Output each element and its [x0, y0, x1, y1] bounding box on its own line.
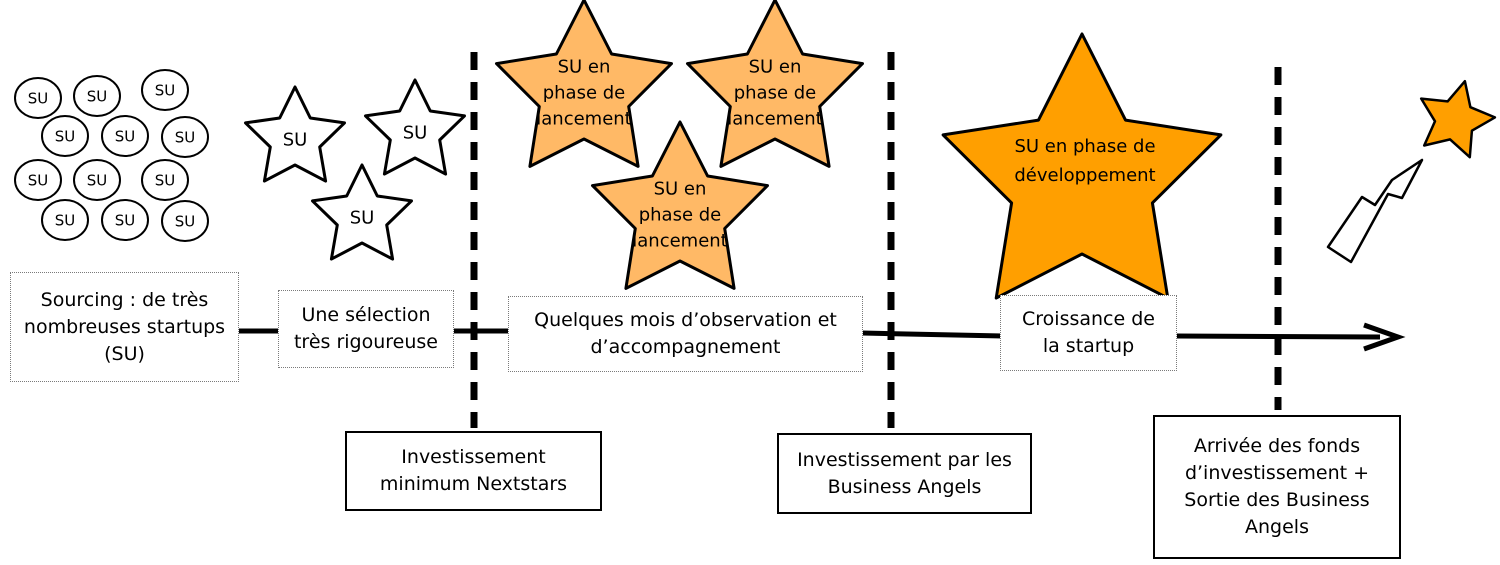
startup-circle: SU	[41, 115, 89, 157]
stage-sourcing-label: Sourcing : de très nombreuses startups (…	[23, 288, 226, 365]
circle-label: SU	[155, 82, 176, 100]
white-star-label: SU	[350, 207, 375, 228]
circle-label: SU	[87, 172, 108, 190]
startup-circle: SU	[73, 75, 121, 117]
stage-growth: Croissance de la startup	[1000, 295, 1177, 371]
circle-icon	[141, 69, 189, 111]
circle-label: SU	[87, 88, 108, 106]
launch-star-icon	[495, 0, 673, 168]
star-icon	[311, 163, 413, 261]
startup-circle: SU	[141, 159, 189, 201]
circle-label: SU	[155, 172, 176, 190]
circle-icon	[73, 75, 121, 117]
stage-observation: Quelques mois d’observation et d’accompa…	[508, 296, 863, 372]
circle-label: SU	[28, 90, 49, 108]
circle-label: SU	[55, 128, 76, 146]
circle-label: SU	[175, 129, 196, 147]
launch-star-icon	[591, 120, 769, 290]
milestone-funds: Arrivée des fonds d’investissement + Sor…	[1153, 415, 1401, 559]
startup-circle: SU	[14, 77, 62, 119]
white-star-label: SU	[283, 129, 308, 150]
stage-sourcing: Sourcing : de très nombreuses startups (…	[10, 272, 239, 382]
circle-icon	[73, 159, 121, 201]
separators	[470, 52, 1282, 428]
circle-icon	[101, 199, 149, 241]
stage-observation-label: Quelques mois d’observation et d’accompa…	[534, 309, 837, 358]
startup-circle: SU	[101, 115, 149, 157]
startup-circle: SU	[161, 116, 209, 158]
stage-selection: Une sélection très rigoureuse	[278, 290, 454, 368]
startup-circle: SU	[101, 199, 149, 241]
circle-icon	[161, 200, 209, 242]
circle-icon	[14, 77, 62, 119]
circle-icon	[14, 159, 62, 201]
circle-icon	[161, 116, 209, 158]
startup-circle: SU	[14, 159, 62, 201]
stage-growth-label: Croissance de la startup	[1022, 308, 1155, 357]
stage-selection-label: Une sélection très rigoureuse	[293, 304, 438, 353]
milestone-business-angels: Investissement par les Business Angels	[777, 433, 1032, 514]
circle-label: SU	[28, 172, 49, 190]
comet-star-icon	[1419, 79, 1497, 159]
milestone-funds-label: Arrivée des fonds d’investissement + Sor…	[1184, 435, 1370, 538]
circle-label: SU	[175, 213, 196, 231]
comet-tail-icon	[1326, 158, 1424, 264]
startup-circle: SU	[73, 159, 121, 201]
circle-label: SU	[115, 212, 136, 230]
circle-icon	[41, 115, 89, 157]
launch-star-icon	[686, 0, 864, 168]
startup-circle: SU	[141, 69, 189, 111]
timeline	[236, 322, 1406, 352]
circle-icon	[101, 115, 149, 157]
circle-label: SU	[55, 212, 76, 230]
milestone-nextstars: Investissement minimum Nextstars	[345, 431, 602, 511]
star-icon	[244, 85, 346, 183]
development-star-icon	[941, 32, 1223, 300]
white-star-label: SU	[403, 122, 428, 143]
milestone-business-angels-label: Investissement par les Business Angels	[797, 448, 1012, 498]
startup-circle: SU	[41, 199, 89, 241]
circle-icon	[41, 199, 89, 241]
milestone-nextstars-label: Investissement minimum Nextstars	[379, 446, 568, 495]
circle-label: SU	[115, 128, 136, 146]
comet-icon	[1326, 79, 1497, 264]
arrow-icon	[1363, 322, 1406, 352]
startup-circle: SU	[161, 200, 209, 242]
star-icon	[364, 78, 466, 176]
circle-icon	[141, 159, 189, 201]
